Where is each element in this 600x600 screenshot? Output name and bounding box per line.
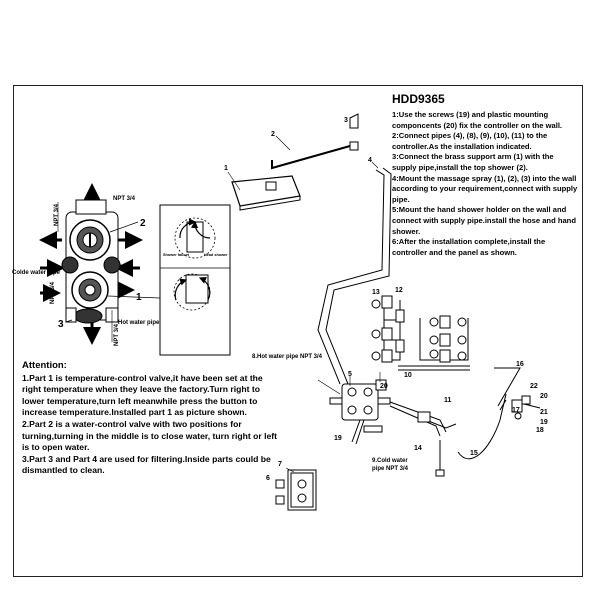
npt-top-vertical-label: NPT 3/4 xyxy=(54,203,60,226)
callout-4-pipe: 4 xyxy=(368,157,372,164)
part-1-number: 1 xyxy=(136,292,142,303)
npt-left-label: NPT 3/4 xyxy=(50,281,56,304)
cold-pipe-install-label-1: 9.Cold water xyxy=(372,458,408,464)
model-number: HDD9365 xyxy=(392,92,445,106)
callout-19-controller: 19 xyxy=(334,435,342,442)
head-shower-label: Head shower xyxy=(204,253,228,257)
callout-13: 13 xyxy=(372,289,380,296)
attention-item-2: 2.Part 2 is a water-control valve with t… xyxy=(22,418,277,453)
step-3: 3:Connect the brass support arm (1) with… xyxy=(392,152,554,172)
part-3-number: 3 xyxy=(58,319,64,330)
callout-10: 10 xyxy=(404,372,412,379)
callout-20: 20 xyxy=(540,393,548,400)
callout-11: 11 xyxy=(444,397,452,404)
callout-1-head: 1 xyxy=(224,165,228,172)
callout-16: 16 xyxy=(516,361,524,368)
step-4: 4:Mount the massage spray (1), (2), (3) … xyxy=(392,173,578,204)
part-2-number: 2 xyxy=(140,218,146,229)
callout-14: 14 xyxy=(414,445,422,452)
callout-15: 15 xyxy=(470,450,478,457)
valve-body-front-view xyxy=(39,183,161,345)
diagram-frame xyxy=(13,85,583,577)
rotation-inset xyxy=(159,204,231,356)
installation-steps: 1:Use the screws (19) and plastic mounti… xyxy=(392,110,578,258)
step-2: 2:Connect pipes (4), (8), (9), (10), (11… xyxy=(392,131,548,151)
hot-pipe-install-label: 8.Hot water pipe NPT 3/4 xyxy=(252,354,323,360)
callout-20-controller: 20 xyxy=(380,383,388,390)
controller-assembly xyxy=(317,372,447,445)
callout-18: 18 xyxy=(536,427,544,434)
npt-bottom-label: NPT 3/4 xyxy=(114,323,120,346)
callout-22: 22 xyxy=(530,383,538,390)
callout-5: 5 xyxy=(348,371,352,378)
step-5: 5:Mount the hand shower holder on the wa… xyxy=(392,205,576,236)
callout-6: 6 xyxy=(266,475,270,482)
attention-notes: Attention: 1.Part 1 is temperature-contr… xyxy=(22,360,280,477)
hand-shower-assembly xyxy=(417,367,541,477)
hot-pipe-label: Hot water pipe xyxy=(118,320,160,326)
callout-19: 19 xyxy=(540,419,548,426)
callout-3-nut: 3 xyxy=(344,117,348,124)
callout-21: 21 xyxy=(540,409,548,416)
callout-17: 17 xyxy=(512,407,520,414)
cold-pipe-install-label-2: pipe NPT 3/4 xyxy=(372,466,409,472)
step-1: 1:Use the screws (19) and plastic mounti… xyxy=(392,110,563,130)
callout-2-arm: 2 xyxy=(271,131,275,138)
callout-7: 7 xyxy=(278,461,282,468)
supply-pipe xyxy=(317,167,392,385)
body-spray-set-right xyxy=(398,315,470,371)
cover-panel xyxy=(275,467,317,511)
attention-item-1: 1.Part 1 is temperature-control valve,it… xyxy=(22,372,263,418)
body-spray-set-left xyxy=(371,295,405,363)
top-shower-assembly xyxy=(227,113,379,211)
callout-12: 12 xyxy=(395,287,403,294)
attention-title: Attention: xyxy=(22,360,67,371)
step-6: 6:After the installation complete,instal… xyxy=(392,237,546,257)
shower-faucet-label: Shower faucet xyxy=(163,253,190,257)
part-4-number: 4 xyxy=(128,261,134,272)
npt-top-label: NPT 3/4 xyxy=(113,196,136,202)
attention-item-3: 3.Part 3 and Part 4 are used for filteri… xyxy=(22,453,271,476)
cold-pipe-label: Colde water pipe xyxy=(12,270,61,276)
